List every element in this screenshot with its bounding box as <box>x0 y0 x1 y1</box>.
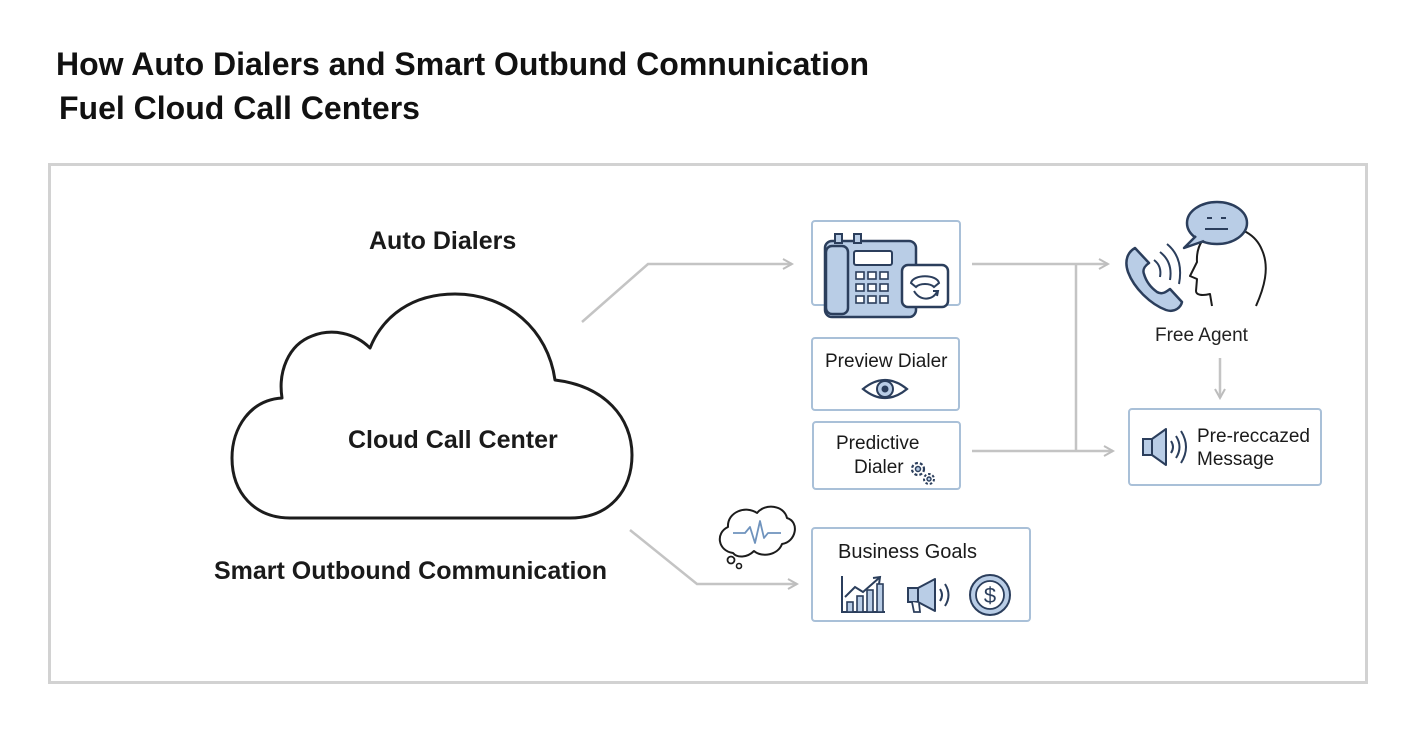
free-agent-label: Free Agent <box>1155 325 1248 346</box>
arrow-cloud-to-dialers <box>581 264 792 323</box>
phone-callback-icon <box>900 263 950 309</box>
smart-outbound-label: Smart Outbound Communication <box>214 557 608 585</box>
speech-bubble-icon <box>1182 200 1249 250</box>
title-line-2: Fuel Cloud Call Centers <box>59 90 420 126</box>
page-title: How Auto Dialers and Smart Outbund Comnu… <box>56 42 869 130</box>
prerecorded-label-line1: Pre-reccazed <box>1197 426 1310 447</box>
svg-text:$: $ <box>984 583 996 608</box>
desk-phone-icon <box>823 233 918 319</box>
dollar-icon: $ <box>969 574 1011 616</box>
preview-dialer-box: Preview Dialer <box>811 337 960 411</box>
bar-chart-icon <box>841 575 885 613</box>
cloud-call-center-label: Cloud Call Center <box>348 426 558 454</box>
predictive-label-line2: Dialer <box>854 457 904 478</box>
thought-bubble-icon <box>718 505 796 570</box>
cloud-icon <box>230 292 634 520</box>
preview-dialer-label: Preview Dialer <box>825 351 948 372</box>
eye-icon <box>861 378 909 400</box>
prerecorded-message-box: Pre-reccazed Message <box>1128 408 1322 486</box>
predictive-dialer-box: Predictive Dialer <box>812 421 961 490</box>
arrow-cloud-to-goals <box>629 529 797 584</box>
auto-dialers-label: Auto Dialers <box>369 227 517 255</box>
gears-icon <box>910 461 935 485</box>
business-goals-box: Business Goals $ <box>811 527 1031 622</box>
title-line-1: How Auto Dialers and Smart Outbund Comnu… <box>56 46 870 82</box>
megaphone-icon <box>907 578 950 613</box>
predictive-label-line1: Predictive <box>836 433 920 454</box>
prerecorded-label-line2: Message <box>1197 449 1275 470</box>
speaker-icon <box>1142 428 1187 466</box>
business-goals-label: Business Goals <box>838 541 977 563</box>
phone-handset-icon <box>1125 243 1184 312</box>
